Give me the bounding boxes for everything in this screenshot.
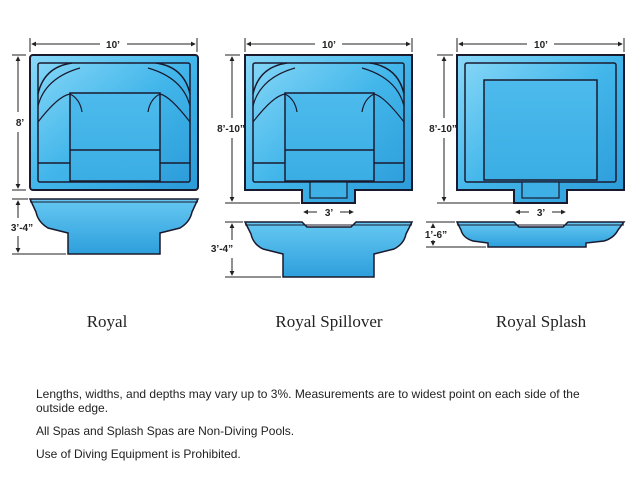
pool-royal-spillover: 10’ 8’-10” <box>211 38 414 278</box>
length-dimension: 8’-10” <box>429 54 514 204</box>
pool-name-royal-splash: Royal Splash <box>495 312 587 331</box>
spillover-dimension: 3’ <box>515 208 566 219</box>
depth-dimension: 1’-6” <box>425 221 486 248</box>
length-label: 8’ <box>16 118 25 129</box>
depth-dimension: 3’-4” <box>211 221 281 278</box>
spillover-label: 3’ <box>325 208 334 219</box>
pool-name-royal: Royal <box>86 312 128 331</box>
side-view <box>28 198 200 255</box>
top-view <box>456 54 625 204</box>
note-measurement-variance: Lengths, widths, and depths may vary up … <box>36 387 580 415</box>
depth-label: 3’-4” <box>11 223 33 234</box>
top-view <box>29 54 199 191</box>
note-diving-prohibited: Use of Diving Equipment is Prohibited. <box>36 447 241 461</box>
width-label: 10’ <box>106 40 120 51</box>
pool-royal-splash: 10’ 8’-10” 3’ 1’-6” <box>425 38 626 248</box>
length-label: 8’-10” <box>217 124 245 135</box>
spillover-dimension: 3’ <box>303 208 354 219</box>
length-label: 8’-10” <box>429 124 457 135</box>
depth-dimension: 3’-4” <box>11 198 66 255</box>
side-view <box>243 221 414 278</box>
width-label: 10’ <box>322 40 336 51</box>
pool-royal: 10’ 8’ <box>11 38 200 255</box>
length-dimension: 8’-10” <box>217 54 300 204</box>
note-non-diving: All Spas and Splash Spas are Non-Diving … <box>36 424 295 438</box>
pool-diagrams: 10’ 8’ <box>11 38 626 278</box>
spillover-label: 3’ <box>537 208 546 219</box>
pool-name-royal-spillover: Royal Spillover <box>275 312 383 331</box>
side-view <box>455 221 626 248</box>
width-dimension: 10’ <box>244 38 413 52</box>
depth-label: 1’-6” <box>425 230 447 241</box>
width-label: 10’ <box>534 40 548 51</box>
width-dimension: 10’ <box>456 38 625 52</box>
top-view <box>244 54 413 204</box>
disclaimer-notes: Lengths, widths, and depths may vary up … <box>36 387 616 470</box>
depth-label: 3’-4” <box>211 244 233 255</box>
length-dimension: 8’ <box>12 54 26 191</box>
width-dimension: 10’ <box>29 38 198 52</box>
